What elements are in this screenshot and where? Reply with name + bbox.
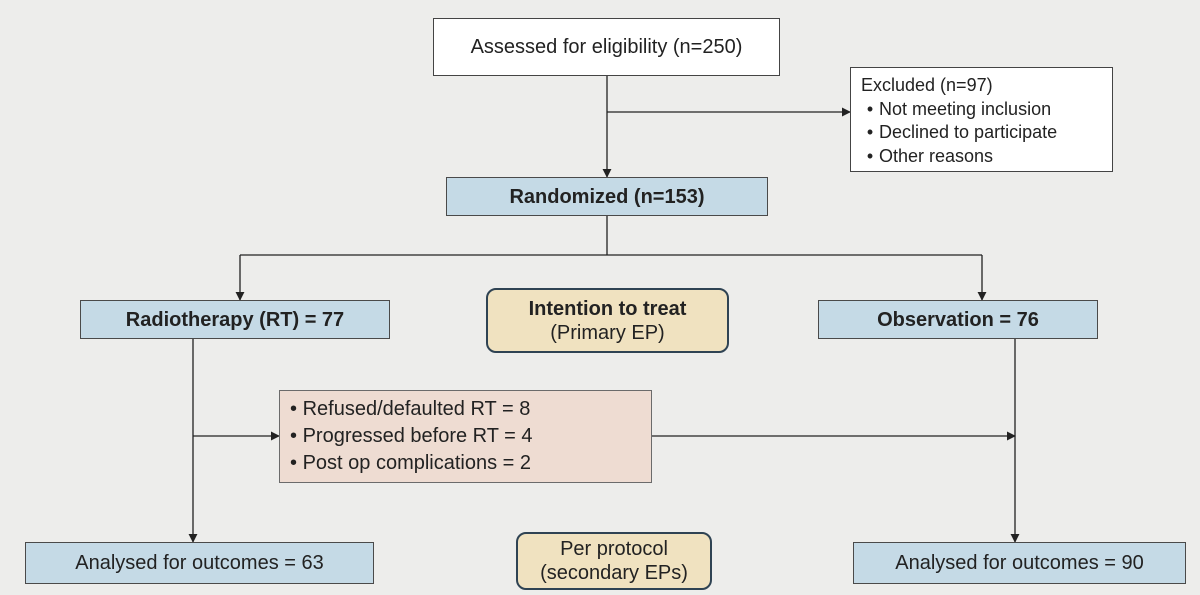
per-protocol-box: Per protocol (secondary EPs) — [516, 532, 712, 590]
crossover-item: • Progressed before RT = 4 — [290, 425, 533, 447]
itt-title: Intention to treat — [528, 297, 687, 320]
excluded-item: •Not meeting inclusion — [861, 98, 1051, 122]
per-protocol-line1: Per protocol — [560, 538, 668, 560]
bullet-icon: • — [866, 98, 874, 119]
rt-arm-label: Radiotherapy (RT) = 77 — [125, 308, 345, 331]
excluded-item: •Other reasons — [861, 145, 993, 169]
excluded-item: •Declined to participate — [861, 121, 1057, 145]
per-protocol-line2: (secondary EPs) — [540, 562, 688, 584]
randomized-label: Randomized (n=153) — [509, 185, 705, 208]
rt-arm-box: Radiotherapy (RT) = 77 — [80, 300, 390, 339]
obs-analysed-label: Analysed for outcomes = 90 — [895, 552, 1144, 574]
randomized-box: Randomized (n=153) — [446, 177, 768, 216]
bullet-icon: • — [866, 145, 874, 166]
rt-analysed-label: Analysed for outcomes = 63 — [75, 552, 324, 574]
observation-arm-label: Observation = 76 — [877, 308, 1039, 331]
bullet-icon: • — [866, 122, 874, 142]
crossover-box: • Refused/defaulted RT = 8 • Progressed … — [279, 390, 652, 483]
assessed-box: Assessed for eligibility (n=250) — [433, 18, 780, 76]
excluded-box: Excluded (n=97) •Not meeting inclusion •… — [850, 67, 1113, 172]
obs-analysed-box: Analysed for outcomes = 90 — [853, 542, 1186, 584]
observation-arm-box: Observation = 76 — [818, 300, 1098, 339]
assessed-label: Assessed for eligibility (n=250) — [470, 36, 743, 58]
excluded-title: Excluded (n=97) — [861, 75, 993, 95]
crossover-item: • Refused/defaulted RT = 8 — [290, 398, 531, 420]
itt-box: Intention to treat (Primary EP) — [486, 288, 729, 353]
crossover-item: • Post op complications = 2 — [290, 452, 532, 474]
itt-subtitle: (Primary EP) — [550, 321, 665, 344]
rt-analysed-box: Analysed for outcomes = 63 — [25, 542, 374, 584]
